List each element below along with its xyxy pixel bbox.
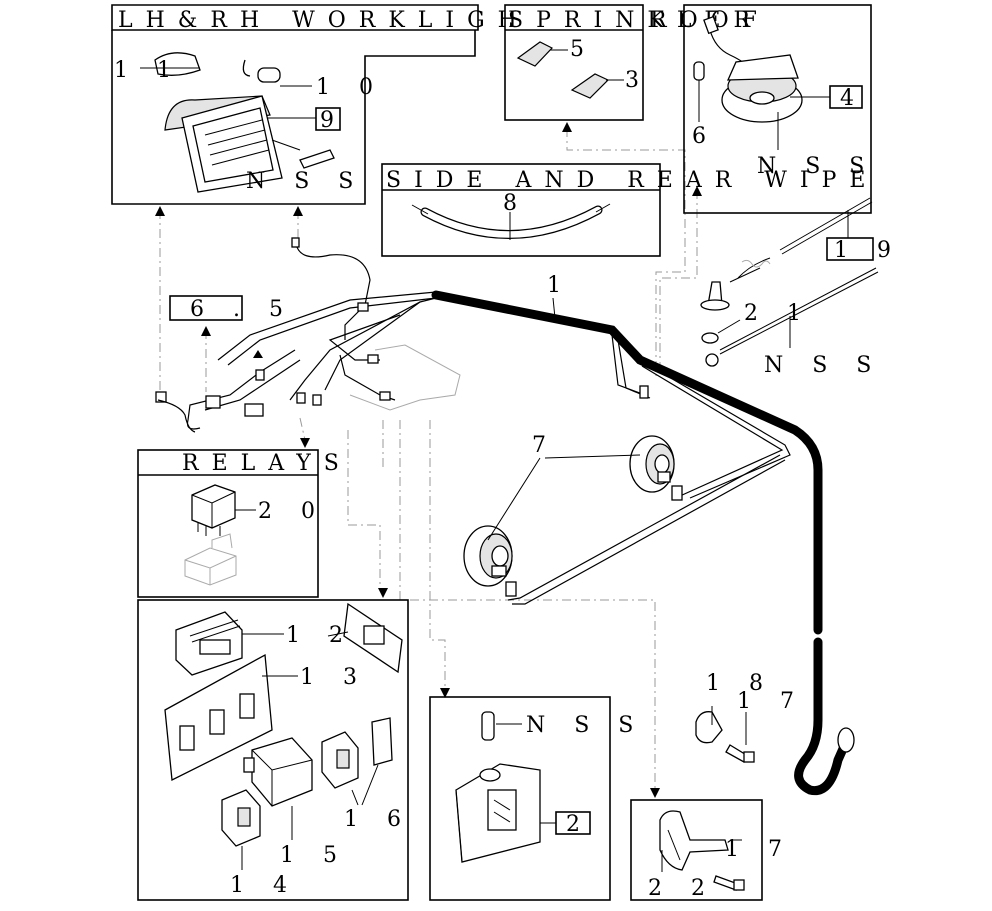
callout-box-6-5 (169, 295, 243, 321)
part-label-3: 3 (625, 68, 650, 93)
panel-switch-2: N S S 2 (429, 696, 644, 901)
worklight-lamp (164, 95, 335, 193)
part-label-2: 2 (566, 812, 591, 837)
part-box-9 (315, 107, 341, 131)
part-label-17: 1 7 (725, 837, 793, 862)
panel-title: RELAYS (182, 451, 352, 476)
callout-1: 1 (547, 273, 572, 298)
switch-12 (175, 611, 284, 676)
callout-box-19 (826, 237, 874, 261)
switch-2-part (455, 711, 556, 863)
beacon-lamp (693, 15, 803, 123)
washer-parts (700, 197, 879, 367)
panel-wipe: SIDE AND REAR WIPE 8 (381, 163, 878, 257)
nozzle-part (570, 73, 610, 99)
panel-title: LH&RH WORKLIGH (118, 8, 530, 33)
relay-part (191, 484, 256, 536)
callout-17: 1 7 (737, 689, 805, 714)
clamp-and-screw (695, 706, 755, 763)
part-label-20: 2 0 (258, 499, 326, 524)
part-label-15: 1 5 (280, 843, 348, 868)
part-box-4 (829, 85, 863, 109)
switch-plate (327, 602, 403, 674)
callout-7: 7 (532, 433, 557, 458)
switch-15 (243, 737, 313, 840)
part-label-4: 4 (840, 86, 865, 111)
callout-18: 1 8 (706, 671, 774, 696)
part-label-22: 2 2 (648, 876, 716, 901)
bracket-part (659, 810, 745, 891)
callout-6-5: 6 . 5 (190, 297, 294, 322)
panel-switches: 1 2 1 3 1 5 1 6 (137, 599, 412, 901)
part-label-8: 8 (503, 191, 528, 216)
panel-roof: ROOF 6 4 N S S (650, 4, 875, 214)
part-label-12: 1 2 (286, 623, 354, 648)
bulb-part (242, 59, 312, 87)
clamp-part (140, 52, 201, 76)
part-label-14: 1 4 (230, 873, 298, 898)
part-label-nss: N S S (757, 154, 875, 179)
panel-title: SIDE AND REAR WIPE (386, 168, 878, 193)
part-label-6: 6 (692, 124, 717, 149)
panel-13 (164, 653, 298, 782)
part-label-5: 5 (570, 37, 595, 62)
callout-21: 2 1 (744, 301, 812, 326)
part-label-11: 1 1 (114, 58, 182, 83)
part-label-16: 1 6 (344, 807, 412, 832)
part-box-2 (555, 811, 591, 835)
panel-worklight: LH&RH WORKLIGH 1 1 1 0 9 N S S (111, 4, 530, 205)
panel-relays: RELAYS 2 0 (137, 449, 352, 598)
part-label-13: 1 3 (300, 665, 368, 690)
interior-lamps (463, 435, 683, 597)
part-label-nss: N S S (526, 713, 644, 738)
callout-nss: N S S (764, 353, 882, 378)
leader-lines (159, 128, 698, 790)
part-label-10: 1 0 (316, 75, 384, 100)
switch-14 (221, 789, 261, 870)
callout-19: 1 9 (834, 238, 902, 263)
part-label-nss: N S S (246, 169, 364, 194)
leader-arrows (155, 122, 702, 798)
part-label-9: 9 (320, 108, 345, 133)
relay-base-ghost (184, 533, 237, 586)
main-harness (155, 237, 855, 796)
panel-bracket: 1 7 2 2 (630, 799, 793, 901)
switch-16 (321, 717, 393, 806)
nozzle-part (516, 41, 553, 67)
